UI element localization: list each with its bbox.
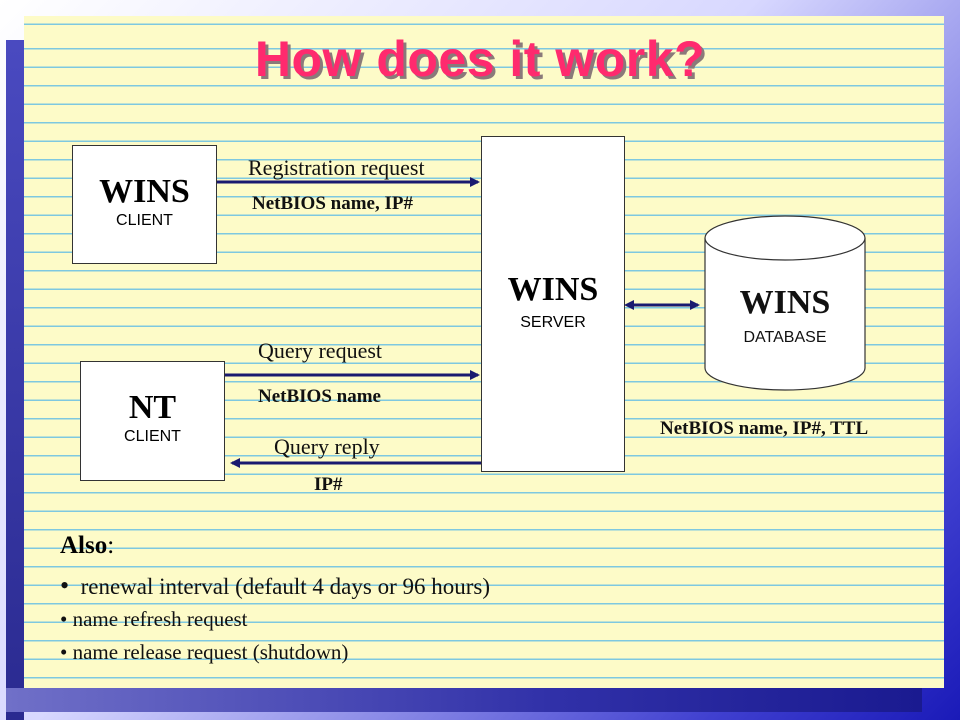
list-item: • name release request (shutdown) [60, 640, 348, 665]
list-item: • name refresh request [60, 607, 248, 632]
also-heading-colon: : [107, 532, 115, 559]
wins-client-box: WINS CLIENT [72, 145, 217, 264]
query-reply-label: Query reply [274, 434, 380, 459]
query-reply-payload: IP# [314, 474, 343, 495]
bottom-frame-bar [6, 688, 922, 712]
query-request-payload: NetBIOS name [258, 386, 381, 407]
wins-client-title: WINS [99, 173, 190, 210]
page-title: How does it work? [254, 31, 706, 87]
nt-client-subtitle: CLIENT [124, 428, 181, 445]
wins-server-box: WINS SERVER [481, 136, 625, 472]
list-item-text: renewal interval (default 4 days or 96 h… [80, 574, 490, 599]
wins-database-subtitle: DATABASE [743, 329, 827, 346]
bullet-icon: • [60, 640, 68, 664]
bullet-icon: • [60, 571, 70, 600]
bullet-icon: • [60, 607, 68, 631]
also-heading: Also: [60, 532, 114, 560]
registration-label: Registration request [248, 155, 425, 180]
query-request-label: Query request [258, 338, 383, 363]
wins-database-title: WINS [739, 284, 831, 321]
nt-client-title: NT [128, 389, 177, 426]
wins-client-subtitle: CLIENT [116, 212, 173, 229]
database-payload: NetBIOS name, IP#, TTL [660, 418, 869, 439]
nt-client-box: NT CLIENT [80, 361, 225, 481]
also-heading-word: Also [60, 532, 108, 559]
database-cylinder-icon [704, 215, 866, 391]
list-item-text: name refresh request [72, 607, 248, 631]
list-item: • renewal interval (default 4 days or 96… [60, 571, 490, 601]
registration-payload: NetBIOS name, IP# [252, 193, 413, 214]
list-item-text: name release request (shutdown) [72, 640, 349, 664]
wins-server-title: WINS [507, 271, 599, 308]
wins-server-subtitle: SERVER [520, 314, 586, 331]
left-frame-bar [6, 40, 24, 720]
